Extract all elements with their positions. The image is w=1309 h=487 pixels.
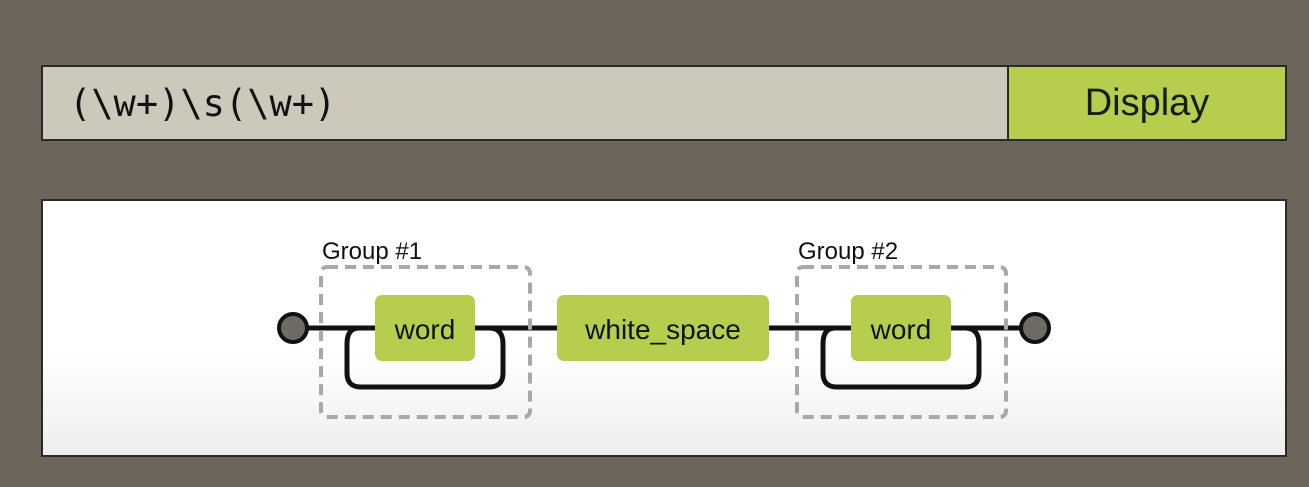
end-terminal xyxy=(1019,312,1051,344)
group2-label: Group #2 xyxy=(798,238,898,265)
group2-box xyxy=(795,265,1008,419)
group1-label: Group #1 xyxy=(322,238,422,265)
white-space-label: white_space xyxy=(584,314,741,345)
regex-input[interactable] xyxy=(43,67,1007,139)
railroad-diagram-panel: Group #1 Group #2 word white_space word xyxy=(41,199,1287,457)
group2-word-label: word xyxy=(870,314,932,345)
group1-word-label: word xyxy=(394,314,456,345)
group1-word-node xyxy=(375,295,475,361)
railroad-diagram: Group #1 Group #2 word white_space word xyxy=(277,238,1051,419)
group2-word-node xyxy=(851,295,951,361)
regex-input-bar: Display xyxy=(41,65,1287,141)
group1-loop-track xyxy=(344,325,506,390)
display-button[interactable]: Display xyxy=(1007,67,1285,139)
start-terminal xyxy=(277,312,309,344)
white-space-node xyxy=(557,295,769,361)
group2-loop-track xyxy=(820,325,982,390)
group1-box xyxy=(319,265,532,419)
